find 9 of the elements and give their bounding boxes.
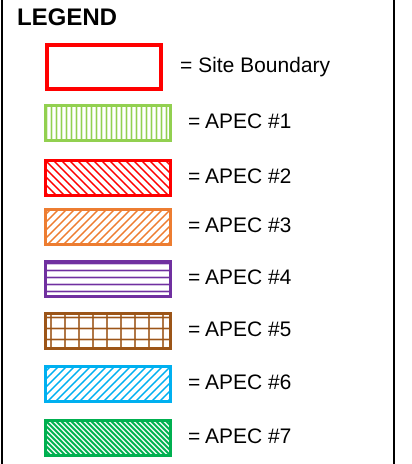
legend-label: = Site Boundary	[180, 54, 330, 78]
legend-label: = APEC #3	[188, 214, 292, 238]
legend-label: = APEC #7	[188, 425, 292, 449]
legend-label: = APEC #5	[188, 318, 292, 342]
legend-label: = APEC #2	[188, 165, 292, 189]
legend-label: = APEC #1	[188, 110, 292, 134]
legend-label: = APEC #6	[188, 371, 292, 395]
legend-label: = APEC #4	[188, 266, 292, 290]
legend-title: LEGEND	[17, 4, 118, 32]
